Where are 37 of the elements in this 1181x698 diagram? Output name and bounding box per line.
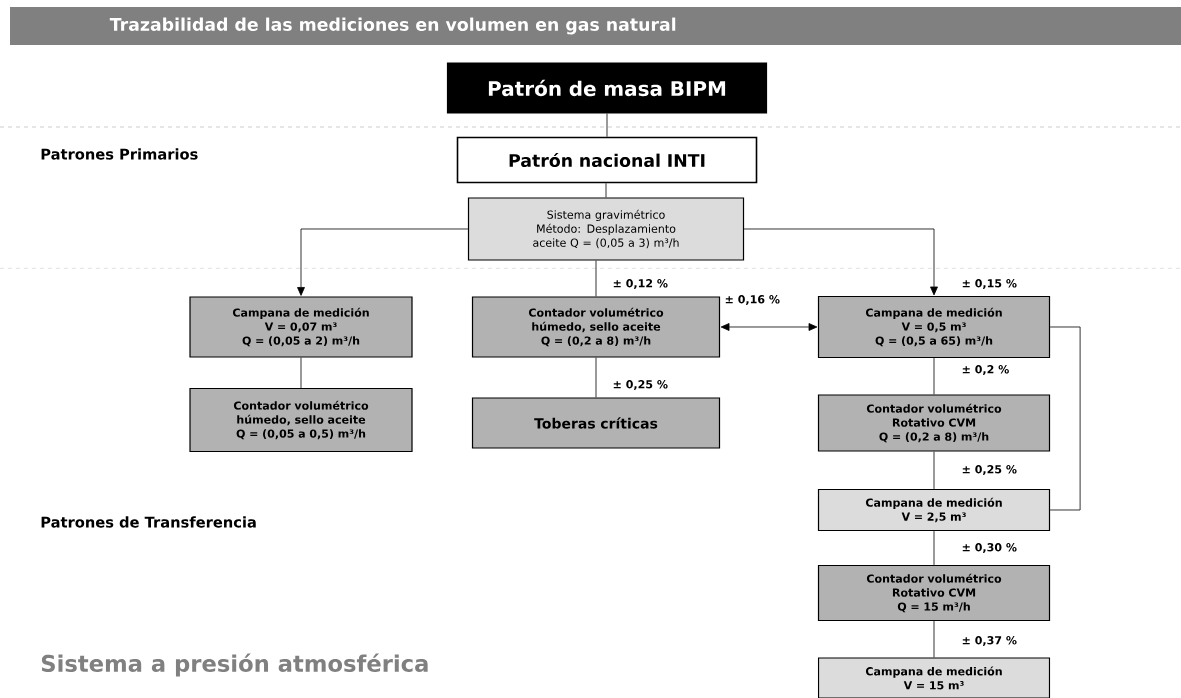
edge-label: ± 0,25 % — [611, 378, 670, 392]
process-box: Campana de medición V = 15 m³ — [817, 657, 1051, 698]
connector — [606, 113, 608, 138]
process-box: Sistema gravimétrico Método: Desplazamiento aceite Q = (0,05 a 3) m³/h — [467, 197, 745, 261]
edge-label: ± 0,2 % — [960, 363, 1011, 377]
connector — [1049, 326, 1081, 511]
edge-label: ± 0,12 % — [611, 277, 670, 291]
edge-label: ± 0,25 % — [960, 463, 1019, 477]
section-label: Patrones de Transferencia — [41, 516, 256, 528]
process-box: Patrón nacional INTI — [456, 136, 758, 184]
connector — [595, 357, 597, 398]
process-box: Contador volumétrico húmedo, sello aceite Q = (0,05 a 0,5) m³/h — [189, 387, 413, 453]
process-box: Campana de medición V = 0,5 m³ Q = (0,5 a 65) m³/h — [817, 295, 1051, 359]
process-box: Contador volumétrico Rotativo CVM Q = (0,2 a 8) m³/h — [817, 394, 1051, 452]
section-label: Patrones Primarios — [41, 148, 198, 160]
edge-label: ± 0,15 % — [960, 277, 1019, 291]
process-box: Campana de medición V = 2,5 m³ — [817, 488, 1051, 532]
process-box: Contador volumétrico húmedo, sello aceite Q = (0,2 a 8) m³/h — [471, 296, 721, 358]
connector — [595, 260, 597, 297]
connector — [933, 620, 935, 658]
connector — [605, 182, 607, 198]
connector — [743, 228, 938, 296]
connector — [720, 323, 818, 331]
process-box: Patrón de masa BIPM — [446, 62, 768, 114]
connector — [297, 228, 469, 296]
edge-label: ± 0,30 % — [960, 541, 1019, 555]
edge-label: ± 0,16 % — [723, 293, 782, 307]
connector — [933, 451, 935, 490]
edge-label: ± 0,37 % — [960, 634, 1019, 648]
connector — [933, 357, 935, 395]
process-box: Contador volumétrico Rotativo CVM Q = 15 m³/h — [817, 564, 1051, 622]
connector — [933, 530, 935, 566]
process-box: Campana de medición V = 0,07 m³ Q = (0,05 a 2) m³/h — [189, 296, 413, 358]
process-box: Toberas críticas — [471, 397, 721, 449]
title-bar: Trazabilidad de las mediciones en volumen en gas natural — [10, 7, 1181, 45]
section-heading: Sistema a presión atmosférica — [41, 653, 428, 677]
connector — [300, 357, 302, 389]
